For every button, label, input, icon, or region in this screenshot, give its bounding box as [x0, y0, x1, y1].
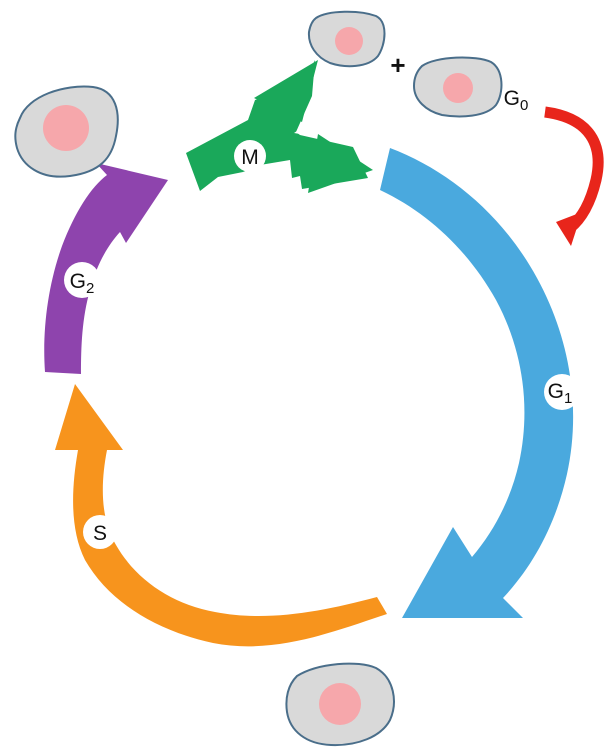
- cell-top-center: [307, 10, 386, 68]
- s-phase-arrow: [55, 384, 387, 647]
- s-label-text: S: [93, 522, 107, 545]
- g1-label: G1: [544, 374, 580, 410]
- s-label-circle: [83, 515, 117, 549]
- g0-letter: G: [504, 87, 520, 110]
- g2-phase-arrow: [44, 163, 169, 374]
- g1-phase-arrow: [380, 148, 574, 618]
- m-label-text: M: [241, 146, 259, 169]
- cell-nucleus: [443, 73, 473, 103]
- g2-label: G2: [64, 262, 100, 298]
- g1-subscript: 1: [564, 390, 572, 407]
- cell-nucleus: [319, 683, 361, 725]
- g0-arrow: [544, 106, 604, 246]
- cell-nucleus: [43, 105, 89, 151]
- plus-sign: +: [390, 50, 405, 80]
- m-phase-arrow: [186, 60, 373, 193]
- m-label-circle: [234, 140, 266, 172]
- g1-label-text: G1: [548, 380, 573, 407]
- cell-top-left: [14, 85, 119, 178]
- g0-label: G0: [504, 87, 529, 114]
- m-arrowhead-upper: [254, 60, 318, 122]
- g2-letter: G: [70, 270, 86, 293]
- g2-label-circle: [64, 262, 100, 298]
- g1-letter: G: [548, 380, 564, 403]
- s-arc: [55, 384, 387, 647]
- s-label: S: [83, 515, 117, 549]
- g0-label-text: G0: [504, 87, 529, 114]
- g0-arrowhead: [556, 212, 582, 246]
- m-arrowhead-lower: [308, 134, 373, 193]
- g2-subscript: 2: [86, 280, 94, 297]
- g0-curve: [544, 106, 604, 233]
- cell-bottom: [285, 662, 395, 747]
- m-white-notch: [294, 125, 312, 136]
- g2-arc: [44, 163, 169, 374]
- g1-label-circle: [544, 374, 580, 410]
- m-label: M: [234, 140, 266, 172]
- cell-nucleus: [335, 27, 363, 55]
- cell-top-right: [412, 56, 503, 118]
- g0-subscript: 0: [520, 97, 528, 114]
- g1-arc: [380, 148, 574, 618]
- g2-label-text: G2: [70, 270, 95, 297]
